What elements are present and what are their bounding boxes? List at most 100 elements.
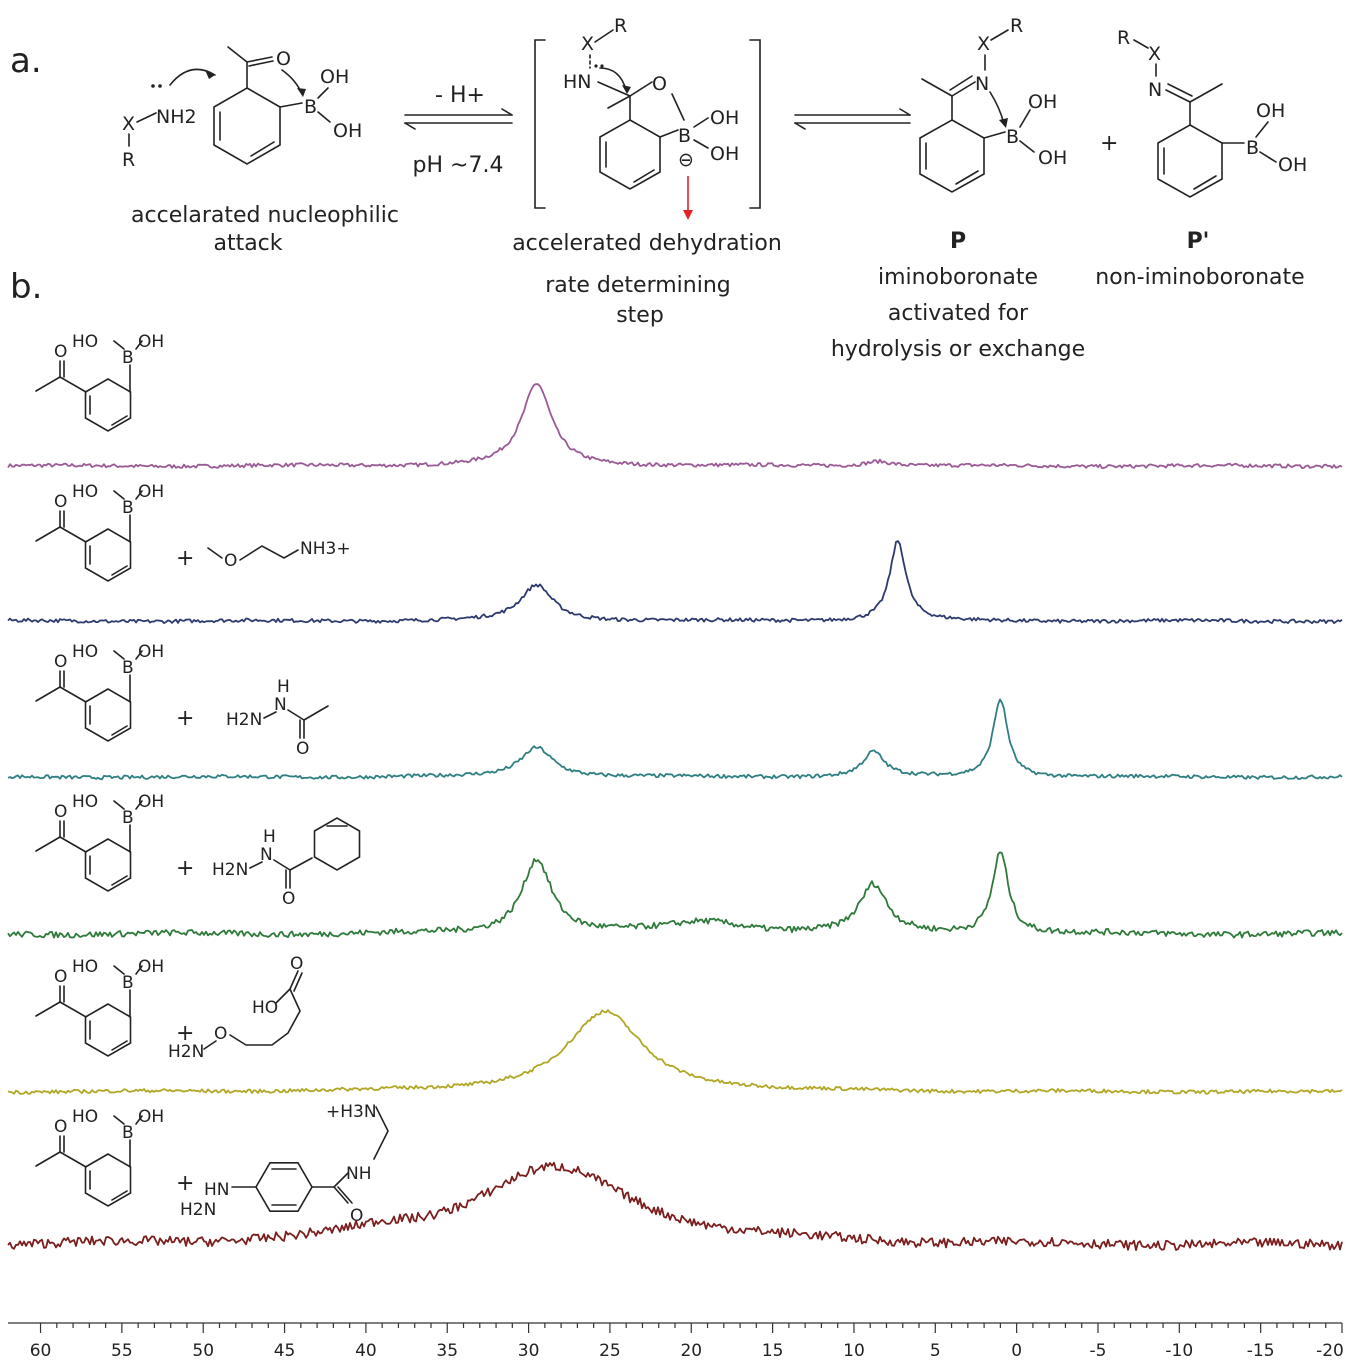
x-tick-label: 45 <box>274 1341 296 1361</box>
x-tick-label: 25 <box>599 1341 621 1361</box>
p-b: B <box>1006 126 1019 148</box>
row-3-plus: + <box>176 856 194 881</box>
x-tick-label: 10 <box>843 1341 865 1361</box>
scheme-acpba-oh1: OH <box>320 66 349 88</box>
int-x: X <box>581 33 594 55</box>
int-o: O <box>652 73 667 95</box>
row-4-partner-ho: HO <box>252 998 278 1018</box>
equilibrium-arrow-2 <box>794 108 911 130</box>
row-5-partner-nh: NH <box>346 1164 372 1184</box>
row-0-acpba-o: O <box>54 342 67 362</box>
int-oh1: OH <box>710 107 739 129</box>
x-tick-label: 15 <box>762 1341 784 1361</box>
row-4-plus: + <box>176 1021 194 1046</box>
x-tick-label: 50 <box>192 1341 214 1361</box>
bracket-right <box>749 39 761 209</box>
p-oh2: OH <box>1038 147 1067 169</box>
p-r: R <box>1010 15 1023 37</box>
row-0-acpba-ho: HO <box>72 332 98 352</box>
int-r: R <box>614 15 627 37</box>
row-5-acpba-o: O <box>54 1117 67 1137</box>
caption-p-3: hydrolysis or exchange <box>831 337 1085 362</box>
row-2-partner-h: H <box>277 677 290 697</box>
row-3-partner-n: N <box>260 845 273 865</box>
amine-r: R <box>122 149 135 171</box>
row-2-acpba-b: B <box>122 658 134 678</box>
product-p-prime: R X N B OH OH <box>1117 27 1307 198</box>
x-tick-label: 35 <box>436 1341 458 1361</box>
row-4-partner-o: O <box>214 1024 227 1044</box>
row-5-partner-o: O <box>350 1206 363 1226</box>
x-tick-label: 20 <box>680 1341 702 1361</box>
spectrum-trace-4 <box>7 1009 1343 1095</box>
caption-int-1: accelerated dehydration <box>512 231 782 256</box>
int-oh2: OH <box>710 143 739 165</box>
row-2-partner-h2n: H2N <box>226 710 262 730</box>
row-1-acpba-oh: OH <box>138 482 164 502</box>
product-p: X R N B OH OH <box>919 15 1067 193</box>
bracket-left <box>534 39 546 209</box>
spectrum-trace-1 <box>7 540 1343 625</box>
caption-p-1: iminoboronate <box>878 265 1038 290</box>
row-3-acpba-o: O <box>54 802 67 822</box>
row-5-acpba-oh: OH <box>138 1107 164 1127</box>
int-hn: HN <box>563 71 592 93</box>
x-tick-label: -15 <box>1247 1341 1275 1361</box>
p-n: N <box>975 73 989 95</box>
p-letter: P <box>950 229 966 254</box>
caption-pp-1: non-iminoboronate <box>1095 265 1304 290</box>
x-tick-label: -20 <box>1316 1341 1344 1361</box>
panel-a-label: a. <box>10 41 42 81</box>
spectrum-trace-5 <box>7 1161 1343 1251</box>
scheme-acpba-oh2: OH <box>333 120 362 142</box>
row-0-structures: B HO OH O <box>35 332 164 432</box>
row-0-acpba-oh: OH <box>138 332 164 352</box>
pp-oh2: OH <box>1278 154 1307 176</box>
pp-b: B <box>1246 137 1259 159</box>
equilibrium-arrow-1 <box>404 108 513 130</box>
reagent-amine: NH2 X R <box>122 68 216 171</box>
row-4-partner-o2: O <box>290 954 303 974</box>
spectrum-trace-2 <box>7 698 1343 781</box>
caption-attack-2: attack <box>213 231 282 256</box>
attack-arrow <box>169 68 216 86</box>
row-3-acpba-ho: HO <box>72 792 98 812</box>
row-1-acpba-ho: HO <box>72 482 98 502</box>
row-1-partner-o: O <box>224 551 237 571</box>
x-tick-label: 5 <box>930 1341 941 1361</box>
int-b: B <box>678 125 691 147</box>
row-4-partner-h2n: H2N <box>168 1042 204 1062</box>
x-tick-label: 0 <box>1011 1341 1022 1361</box>
x-tick-label: 60 <box>30 1341 52 1361</box>
pp-r: R <box>1117 27 1130 49</box>
pp-n: N <box>1148 79 1162 101</box>
row-3-acpba-oh: OH <box>138 792 164 812</box>
row-4-acpba-b: B <box>122 973 134 993</box>
x-tick-label: 40 <box>355 1341 377 1361</box>
row-4-acpba-o: O <box>54 967 67 987</box>
amine-nh2: NH2 <box>156 106 197 128</box>
row-3-partner-h2n: H2N <box>212 860 248 880</box>
pp-oh1: OH <box>1256 100 1285 122</box>
row-2-partner-n: N <box>274 695 287 715</box>
intermediate: X R HN O B OH OH ⊖ <box>534 15 761 220</box>
row-3-partner-h: H <box>263 827 276 847</box>
x-tick-label: 55 <box>111 1341 133 1361</box>
row-2-partner-o: O <box>296 739 309 759</box>
row-2-acpba-o: O <box>54 652 67 672</box>
caption-int-2: rate determining <box>545 273 731 298</box>
pp-x: X <box>1148 43 1161 65</box>
x-tick-label: 30 <box>518 1341 540 1361</box>
row-1-acpba-o: O <box>54 492 67 512</box>
x-tick-label: -5 <box>1089 1341 1106 1361</box>
row-0-acpba-b: B <box>122 348 134 368</box>
